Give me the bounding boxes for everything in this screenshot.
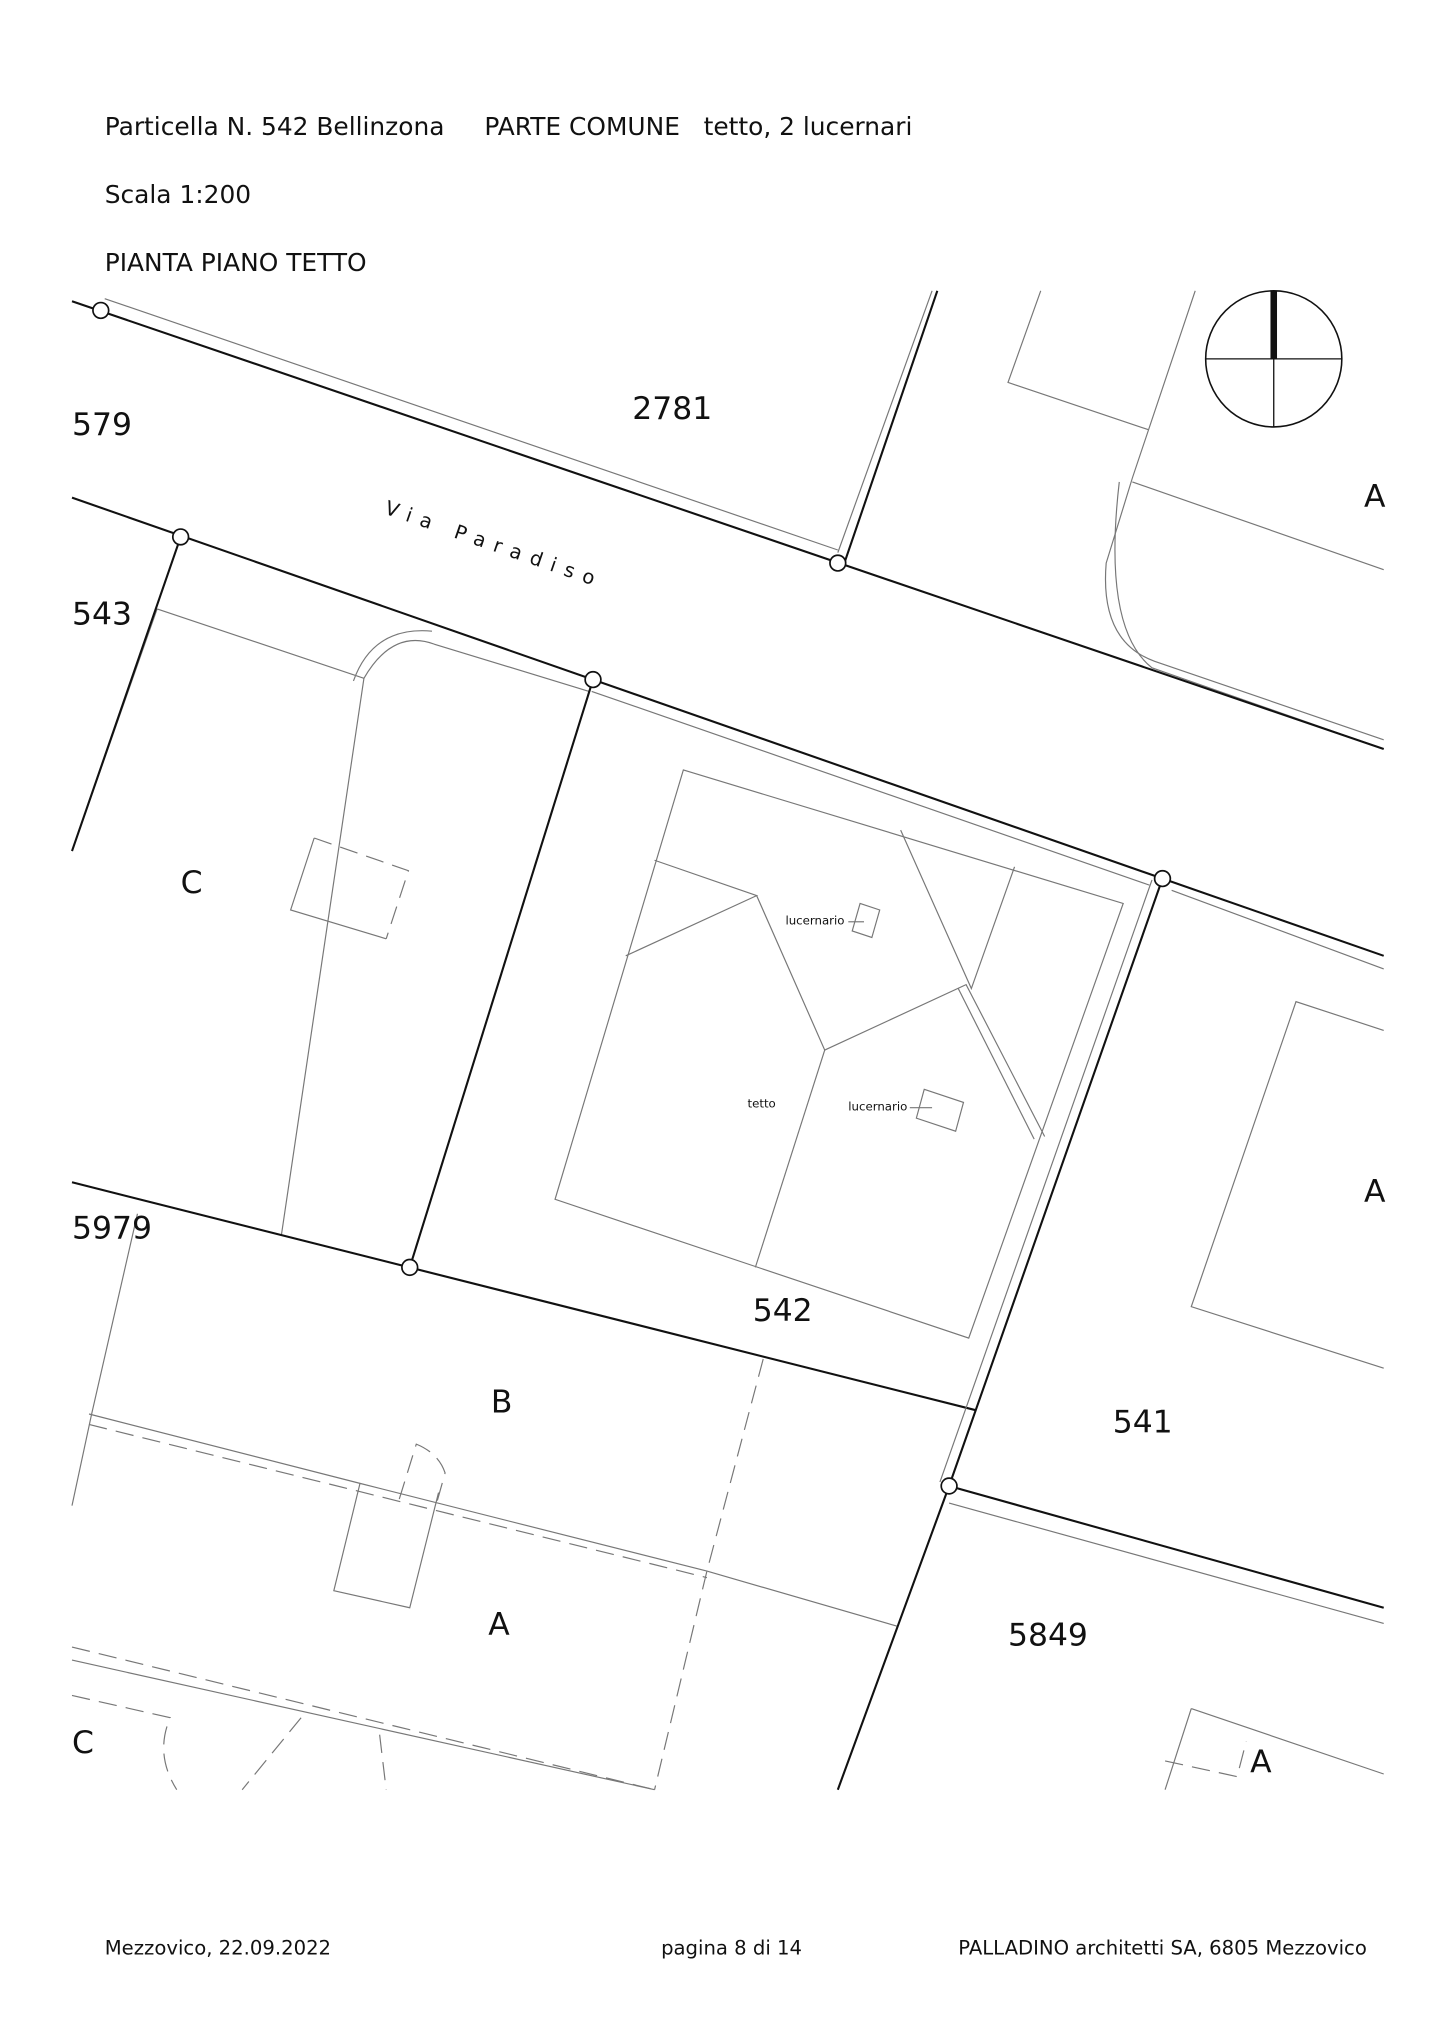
street-name: Via Paradiso bbox=[382, 496, 607, 593]
zone-label: A bbox=[488, 1607, 510, 1643]
parcel-579: 579 bbox=[72, 407, 132, 443]
zone-label: A bbox=[1250, 1745, 1272, 1781]
parcel-5849: 5849 bbox=[1008, 1618, 1088, 1654]
common-part-title: PARTE COMUNE tetto, 2 lucernari bbox=[484, 112, 912, 141]
cadastral-drawing bbox=[71, 290, 1385, 1791]
roof-label: tetto bbox=[747, 1097, 775, 1111]
zone-label: B bbox=[491, 1385, 513, 1421]
parcel-542: 542 bbox=[753, 1293, 813, 1329]
zone-label: A bbox=[1364, 1174, 1386, 1210]
skylight-label: lucernario bbox=[785, 913, 844, 927]
footer-company: PALLADINO architetti SA, 6805 Mezzovico bbox=[958, 1937, 1367, 1960]
zone-label: A bbox=[1364, 479, 1386, 515]
parcel-2781: 2781 bbox=[632, 391, 712, 427]
scale-label: Scala 1:200 bbox=[105, 180, 251, 209]
plan-title: PIANTA PIANO TETTO bbox=[105, 248, 367, 277]
zone-label: C bbox=[181, 865, 203, 901]
parcel-5979: 5979 bbox=[72, 1211, 152, 1247]
parcel-543: 543 bbox=[72, 597, 132, 633]
parcel-title: Particella N. 542 Bellinzona bbox=[105, 112, 445, 141]
skylight-label: lucernario bbox=[848, 1099, 907, 1113]
zone-label: C bbox=[72, 1725, 94, 1761]
footer-page-number: pagina 8 di 14 bbox=[661, 1937, 802, 1960]
footer-place-date: Mezzovico, 22.09.2022 bbox=[105, 1937, 331, 1960]
north-arrow-icon bbox=[1204, 290, 1343, 428]
parcel-541: 541 bbox=[1113, 1404, 1173, 1440]
